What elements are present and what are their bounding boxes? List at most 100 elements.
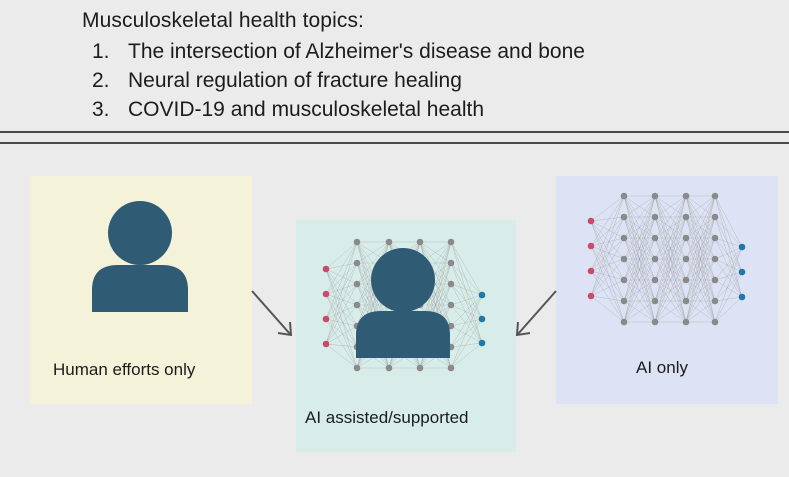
network-edge (714, 195, 743, 273)
network-node (738, 243, 746, 251)
network-edge (685, 195, 716, 302)
network-node (447, 280, 455, 288)
network-edge (654, 195, 687, 239)
network-edge (685, 216, 716, 323)
network-edge (325, 318, 358, 369)
network-edge (714, 216, 743, 298)
network-edge (325, 241, 358, 295)
network-edge (590, 258, 625, 297)
topic-list: 1.The intersection of Alzheimer's diseas… (92, 37, 585, 124)
ai-only-label: AI only (636, 358, 688, 377)
network-edge (714, 246, 743, 281)
network-edge (450, 283, 483, 296)
network-node (682, 255, 690, 263)
network-node (478, 315, 486, 323)
network-node (711, 255, 719, 263)
network-edge (623, 279, 656, 323)
network-edge (590, 295, 625, 302)
network-edge (590, 258, 625, 272)
network-edge (590, 216, 625, 297)
neural-network-icon-ai-only (587, 192, 746, 326)
network-edge (590, 216, 625, 222)
network-node (711, 192, 719, 200)
network-edge (450, 262, 483, 344)
network-node (322, 315, 330, 323)
network-edge (590, 195, 625, 297)
network-edge (654, 237, 687, 323)
network-edge (450, 342, 483, 369)
network-edge (325, 268, 358, 327)
topic-item: 1.The intersection of Alzheimer's diseas… (92, 40, 585, 63)
network-edge (590, 220, 625, 239)
network-edge (450, 241, 483, 320)
network-edge (623, 195, 656, 302)
divider-line (0, 142, 789, 144)
network-edge (450, 241, 483, 296)
network-edge (325, 304, 358, 320)
network-node (353, 301, 361, 309)
network-node (478, 339, 486, 347)
network-edge (450, 304, 483, 320)
network-edge (623, 195, 656, 239)
network-edge (450, 262, 483, 320)
network-node (322, 340, 330, 348)
network-node (447, 301, 455, 309)
network-edge (590, 270, 625, 281)
network-edge (685, 195, 716, 218)
network-edge (654, 195, 687, 218)
network-edge (714, 237, 743, 248)
network-node (651, 192, 659, 200)
network-edge (654, 258, 687, 323)
network-node (353, 280, 361, 288)
network-node (682, 234, 690, 242)
network-edge (590, 220, 625, 260)
network-node (322, 290, 330, 298)
network-node (651, 213, 659, 221)
person-icon-assisted (356, 248, 450, 358)
network-node (651, 276, 659, 284)
network-edge (714, 271, 743, 302)
network-edge (325, 304, 358, 345)
network-edge (623, 300, 656, 323)
network-edge (325, 293, 358, 327)
network-node (447, 259, 455, 267)
network-node (738, 268, 746, 276)
network-edge (450, 318, 483, 348)
network-node (587, 292, 595, 300)
network-edge (590, 195, 625, 247)
network-edge (325, 268, 358, 348)
network-edge (450, 262, 483, 296)
network-node (682, 276, 690, 284)
topics-header: Musculoskeletal health topics: 1.The int… (0, 0, 789, 133)
network-edge (623, 216, 656, 323)
network-edge (325, 283, 358, 345)
network-edge (325, 293, 358, 348)
network-edge (450, 283, 483, 344)
network-edge (356, 241, 390, 285)
network-edge (685, 195, 716, 260)
arrow-left-icon (251, 290, 293, 337)
network-node (322, 265, 330, 273)
network-edge (450, 342, 483, 348)
network-edge (714, 258, 743, 298)
network-node (587, 217, 595, 225)
network-edge (325, 318, 358, 327)
network-edge (623, 237, 656, 323)
network-edge (590, 295, 625, 323)
network-edge (714, 216, 743, 273)
network-node (651, 318, 659, 326)
network-edge (714, 271, 743, 323)
network-node (682, 213, 690, 221)
network-node (711, 234, 719, 242)
network-edge (590, 279, 625, 297)
human-efforts-label: Human efforts only (53, 360, 196, 379)
network-edge (325, 318, 358, 348)
network-edge (714, 296, 743, 323)
network-edge (590, 195, 625, 272)
network-edge (654, 195, 687, 323)
network-node (353, 238, 361, 246)
network-edge (714, 246, 743, 260)
network-edge (325, 325, 358, 345)
network-edge (325, 241, 358, 270)
